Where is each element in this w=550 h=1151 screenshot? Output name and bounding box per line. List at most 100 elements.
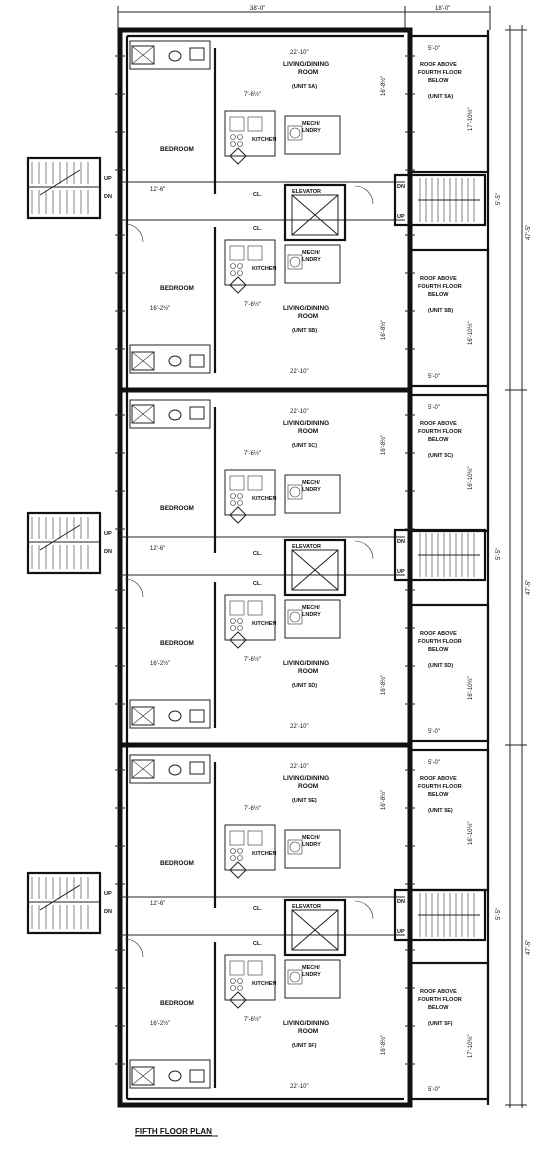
stair-dn-label: DN [104, 194, 112, 200]
living-label: LIVING/DINING [283, 1020, 329, 1027]
living-height-dim: 16'-8½" [380, 1035, 387, 1055]
kitchen-label: KITCHEN [252, 266, 276, 272]
core-right-dim: 5'-5" [496, 548, 502, 560]
kitchen: KITCHEN [224, 110, 276, 165]
unit-1: KITCHEN MECH/LNDRY LIVING/DININGROOM(UNIT … [115, 226, 474, 380]
living-width-dim: 22'-10" [290, 1084, 309, 1090]
bedroom: BEDROOM 16'-2½" CL. [150, 941, 262, 1027]
fourth-floor-label: FOURTH FLOOR [418, 639, 462, 645]
bedroom-dim: 12'-6" [150, 546, 165, 552]
living-width-dim: 22'-10" [290, 369, 309, 375]
kitchen: KITCHEN [224, 594, 276, 649]
units-group: KITCHENMECH/LNDRYLIVING/DININGROOM(UNIT … [115, 40, 474, 1093]
top-dimension: 38'-0" 18'-0" [117, 6, 491, 30]
living-label: LIVING/DINING [283, 660, 329, 667]
roof-width-dim: 5'-0" [428, 729, 440, 735]
mech-laundry: MECH/LNDRY [284, 829, 341, 869]
right-width-dim: 18'-0" [435, 6, 450, 12]
kitchen: KITCHEN [224, 954, 276, 1009]
closet-label: CL. [253, 192, 262, 198]
bedroom-dim: 12'-6" [150, 901, 165, 907]
living-label: LIVING/DINING [283, 61, 329, 68]
exterior-stair: UP DN [26, 156, 112, 220]
stair-up-label: UP [104, 176, 112, 182]
building-outline [117, 27, 490, 1108]
room-label: ROOM [298, 668, 318, 675]
living-label: LIVING/DINING [283, 420, 329, 427]
unit-4: KITCHENMECH/LNDRYLIVING/DININGROOM(UNIT … [115, 754, 474, 912]
mech-label: MECH/ [302, 835, 320, 841]
fourth-floor-label: FOURTH FLOOR [418, 784, 462, 790]
unit-label: (UNIT 5C) [292, 443, 317, 449]
unit-5: KITCHEN MECH/LNDRY LIVING/DININGROOM(UNIT … [115, 941, 474, 1093]
kitchen-dim: 7'-6½" [244, 656, 261, 663]
below-label: BELOW [428, 292, 449, 298]
lndry-label: LNDRY [302, 612, 321, 618]
mech-label: MECH/ [302, 605, 320, 611]
bedroom: BEDROOM 12'-6" CL. [150, 860, 262, 912]
room-label: ROOM [298, 783, 318, 790]
plan-title: FIFTH FLOOR PLAN [135, 1127, 212, 1136]
living-width-dim: 22'-10" [290, 764, 309, 770]
bedroom-dim: 16'-2½" [150, 1020, 170, 1027]
roof-above-label: ROOF ABOVE [420, 631, 457, 637]
roof-width-dim: 5'-0" [428, 760, 440, 766]
bedroom-label: BEDROOM [160, 1000, 194, 1007]
below-label: BELOW [428, 78, 449, 84]
living-label: LIVING/DINING [283, 305, 329, 312]
roof-width-dim: 5'-0" [428, 1087, 440, 1093]
cores-group: UPDNELEVATORDNUP5'-5"UPDNELEVATORDNUP5'-… [26, 156, 502, 958]
below-label: BELOW [428, 792, 449, 798]
right-stair-dn-label: DN [397, 184, 405, 190]
kitchen-dim: 7'-6½" [244, 805, 261, 812]
right-total-dim: 47'-5" [526, 940, 532, 955]
roof-above-label: ROOF ABOVE [420, 421, 457, 427]
roof-unit-label: (UNIT 5F) [428, 1021, 453, 1027]
elevator-label: ELEVATOR [292, 544, 321, 550]
mech-laundry: MECH/LNDRY [284, 115, 341, 155]
lndry-label: LNDRY [302, 128, 321, 134]
living-height-dim: 16'-8½" [380, 790, 387, 810]
mech-label: MECH/ [302, 480, 320, 486]
kitchen-dim: 7'-6½" [244, 91, 261, 98]
roof-width-dim: 5'-0" [428, 46, 440, 52]
bedroom-dim: 16'-2½" [150, 305, 170, 312]
kitchen-dim: 7'-6½" [244, 450, 261, 457]
living-height-dim: 16'-8½" [380, 675, 387, 695]
roof-unit-label: (UNIT 5B) [428, 308, 453, 314]
closet-label: CL. [253, 906, 262, 912]
elevator: ELEVATOR [283, 183, 347, 242]
mech-laundry: MECH/LNDRY [284, 959, 341, 999]
lndry-label: LNDRY [302, 257, 321, 263]
kitchen-label: KITCHEN [252, 621, 276, 627]
roof-above-label: ROOF ABOVE [420, 276, 457, 282]
bedroom-label: BEDROOM [160, 860, 194, 867]
overall-width-dim: 38'-0" [250, 6, 265, 12]
stair-up-label: UP [104, 531, 112, 537]
roof-above-label: ROOF ABOVE [420, 776, 457, 782]
unit-label: (UNIT 5E) [292, 798, 317, 804]
closet-label: CL. [253, 581, 262, 587]
right-stair-up-label: UP [397, 929, 405, 935]
bedroom-label: BEDROOM [160, 285, 194, 292]
kitchen-label: KITCHEN [252, 137, 276, 143]
mech-label: MECH/ [302, 250, 320, 256]
kitchen-label: KITCHEN [252, 981, 276, 987]
elevator: ELEVATOR [283, 898, 347, 957]
lndry-label: LNDRY [302, 972, 321, 978]
closet-label: CL. [253, 941, 262, 947]
kitchen: KITCHEN [224, 824, 276, 879]
mech-laundry: MECH/LNDRY [284, 599, 341, 639]
right-total-dim: 47'-5" [526, 580, 532, 595]
